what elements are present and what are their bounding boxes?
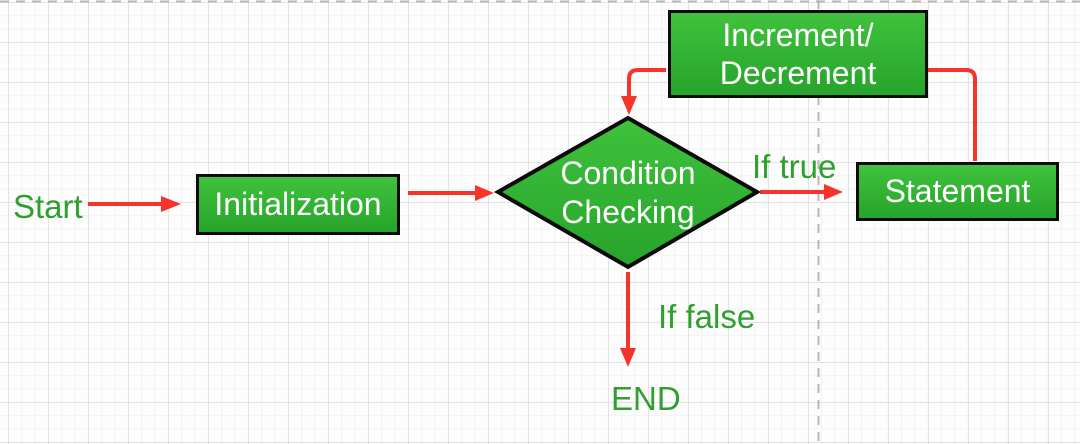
connector-statement-to-increment bbox=[928, 68, 977, 161]
node-initialization: Initialization bbox=[196, 174, 400, 235]
arrowhead-right-icon bbox=[824, 184, 843, 200]
arrowhead-right-icon bbox=[161, 196, 181, 212]
node-condition-label: Condition Checking bbox=[503, 150, 753, 235]
edge-label-if-false: If false bbox=[658, 298, 756, 335]
arrowhead-down-icon bbox=[620, 348, 636, 367]
node-condition-label-line1: Condition bbox=[560, 155, 696, 192]
node-condition-diamond bbox=[493, 115, 761, 270]
arrowhead-down-icon bbox=[621, 96, 637, 115]
node-increment-label-line2: Decrement bbox=[719, 55, 877, 91]
node-statement-label: Statement bbox=[884, 173, 1031, 210]
arrowhead-right-icon bbox=[475, 185, 494, 201]
node-increment-decrement: Increment/ Decrement bbox=[668, 10, 928, 98]
node-condition-label-line2: Checking bbox=[561, 193, 695, 230]
arrow-heads bbox=[161, 96, 843, 367]
node-initialization-label: Initialization bbox=[214, 186, 382, 223]
edge-label-end: END bbox=[611, 380, 681, 417]
arrow-lines bbox=[88, 68, 977, 351]
edge-label-if-true: If true bbox=[752, 148, 837, 185]
node-statement: Statement bbox=[856, 162, 1059, 221]
node-increment-label-line1: Increment/ bbox=[722, 16, 874, 53]
edge-label-start: Start bbox=[13, 188, 83, 225]
arrow-increment-to-condition bbox=[627, 68, 666, 100]
